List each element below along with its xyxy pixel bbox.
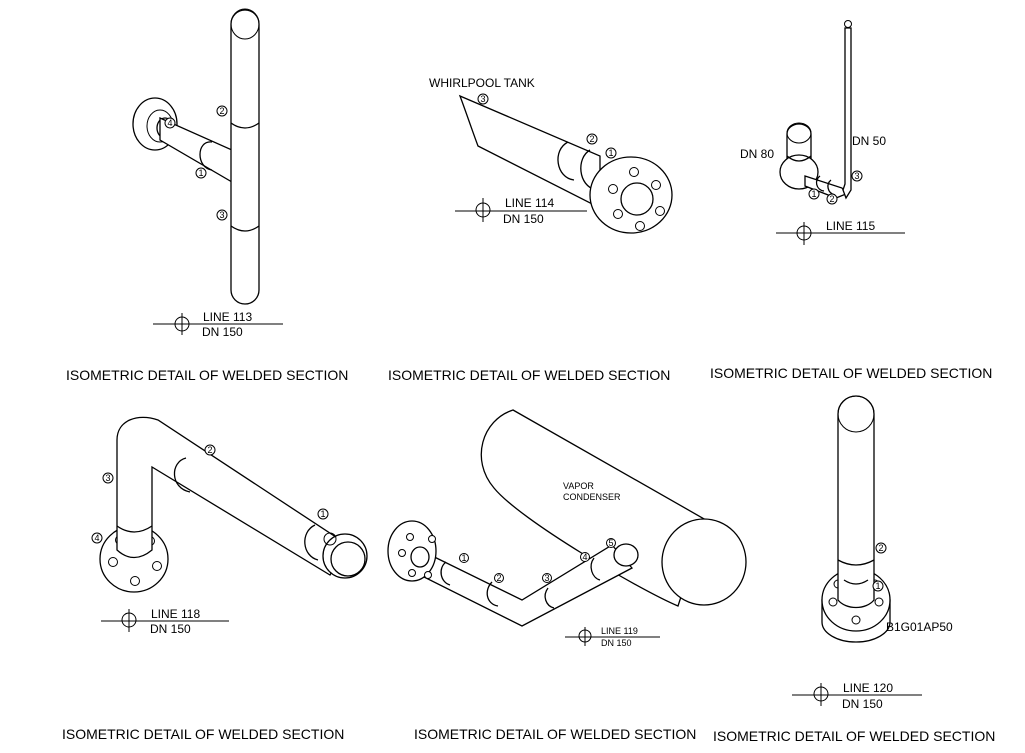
svg-text:1: 1 xyxy=(461,553,466,563)
svg-text:2: 2 xyxy=(207,445,212,455)
line-marker: LINE 115 xyxy=(776,219,905,245)
callout-3: 3 xyxy=(102,472,114,484)
flange xyxy=(387,520,437,582)
size-label-dn50: DN 50 xyxy=(852,134,886,148)
callout-2: 2 xyxy=(875,542,887,554)
detail-line-114: WHIRLPOOL TANK 1 2 3 LINE 114 DN 150 ISO… xyxy=(388,76,673,383)
callout-3: 3 xyxy=(216,209,228,221)
line-label: LINE 113 xyxy=(203,310,252,324)
detail-line-120: 1 2 B1G01AP50 LINE 120 DN 150 ISOMETRIC … xyxy=(713,395,995,744)
callout-2: 2 xyxy=(586,133,598,145)
callout-1: 1 xyxy=(872,580,884,592)
detail-caption: ISOMETRIC DETAIL OF WELDED SECTION xyxy=(388,367,670,383)
v-pipe xyxy=(401,543,639,627)
svg-text:1: 1 xyxy=(608,148,613,158)
callout-2: 2 xyxy=(204,444,216,456)
svg-text:5: 5 xyxy=(608,538,613,548)
line-label: LINE 115 xyxy=(826,219,875,233)
size-label: DN 150 xyxy=(503,212,544,226)
callout-4: 4 xyxy=(580,552,590,562)
size-label: DN 150 xyxy=(842,697,883,711)
callout-1: 1 xyxy=(459,553,469,563)
callout-2: 2 xyxy=(494,573,504,583)
tag-label: B1G01AP50 xyxy=(886,620,953,634)
line-label: LINE 120 xyxy=(843,681,893,695)
size-label: DN 150 xyxy=(601,638,632,648)
equipment-label-line-1: VAPOR xyxy=(563,481,594,491)
vapor-condenser-vessel xyxy=(480,409,747,607)
vertical-pipe xyxy=(837,395,875,609)
callout-4: 4 xyxy=(91,532,103,544)
callout-1: 1 xyxy=(605,147,617,159)
callout-1: 1 xyxy=(808,188,820,200)
svg-text:2: 2 xyxy=(829,194,834,204)
svg-text:3: 3 xyxy=(480,94,485,104)
detail-caption: ISOMETRIC DETAIL OF WELDED SECTION xyxy=(414,726,696,742)
line-marker: LINE 118 DN 150 xyxy=(101,607,229,636)
detail-caption: ISOMETRIC DETAIL OF WELDED SECTION xyxy=(62,726,344,742)
line-label: LINE 118 xyxy=(151,607,200,621)
svg-text:1: 1 xyxy=(875,581,880,591)
line-marker: LINE 113 DN 150 xyxy=(153,310,283,339)
pipe-run xyxy=(458,94,601,210)
flange xyxy=(589,156,673,234)
line-label: LINE 119 xyxy=(601,626,638,636)
detail-line-118: 1 2 3 4 LINE 118 DN 150 ISOMETRIC DETAIL… xyxy=(62,416,368,742)
svg-text:3: 3 xyxy=(105,473,110,483)
callout-5: 5 xyxy=(606,538,616,548)
svg-text:3: 3 xyxy=(854,171,859,181)
line-label: LINE 114 xyxy=(505,196,554,210)
callout-1: 1 xyxy=(195,167,207,179)
line-marker: LINE 114 DN 150 xyxy=(455,196,587,226)
callout-3: 3 xyxy=(542,573,552,583)
svg-text:3: 3 xyxy=(219,210,224,220)
callout-2: 2 xyxy=(216,105,228,117)
size-label-dn80: DN 80 xyxy=(740,147,774,161)
callout-3: 3 xyxy=(851,170,863,182)
callout-1: 1 xyxy=(317,508,329,520)
detail-line-119: VAPOR CONDENSER 1 2 3 4 5 LINE 119 DN 15… xyxy=(387,409,747,742)
end-flange xyxy=(322,532,368,579)
svg-text:1: 1 xyxy=(320,509,325,519)
detail-line-113: 1 2 3 4 LINE 113 DN 150 ISOMETRIC DETAIL… xyxy=(66,8,348,383)
detail-caption: ISOMETRIC DETAIL OF WELDED SECTION xyxy=(66,367,348,383)
svg-text:4: 4 xyxy=(582,552,587,562)
size-label: DN 150 xyxy=(150,622,191,636)
equipment-label: WHIRLPOOL TANK xyxy=(429,76,535,90)
svg-text:1: 1 xyxy=(198,168,203,178)
svg-text:1: 1 xyxy=(811,189,816,199)
dn50-pipe xyxy=(804,20,852,200)
equipment-label-line-2: CONDENSER xyxy=(563,492,621,502)
line-marker: LINE 119 DN 150 xyxy=(565,626,660,648)
svg-text:2: 2 xyxy=(589,134,594,144)
svg-text:2: 2 xyxy=(878,543,883,553)
svg-text:4: 4 xyxy=(94,533,99,543)
detail-caption: ISOMETRIC DETAIL OF WELDED SECTION xyxy=(710,365,992,381)
callout-2: 2 xyxy=(826,193,838,205)
callout-3: 3 xyxy=(477,93,489,105)
svg-text:4: 4 xyxy=(167,118,172,128)
vertical-pipe xyxy=(230,8,260,305)
detail-caption: ISOMETRIC DETAIL OF WELDED SECTION xyxy=(713,728,995,744)
size-label: DN 150 xyxy=(202,325,243,339)
detail-line-115: DN 80 DN 50 1 2 3 LINE 115 ISOMETRIC DET… xyxy=(710,20,992,381)
svg-text:2: 2 xyxy=(496,573,501,583)
callout-4: 4 xyxy=(164,117,176,129)
svg-text:2: 2 xyxy=(219,106,224,116)
line-marker: LINE 120 DN 150 xyxy=(792,681,922,711)
svg-text:3: 3 xyxy=(544,573,549,583)
